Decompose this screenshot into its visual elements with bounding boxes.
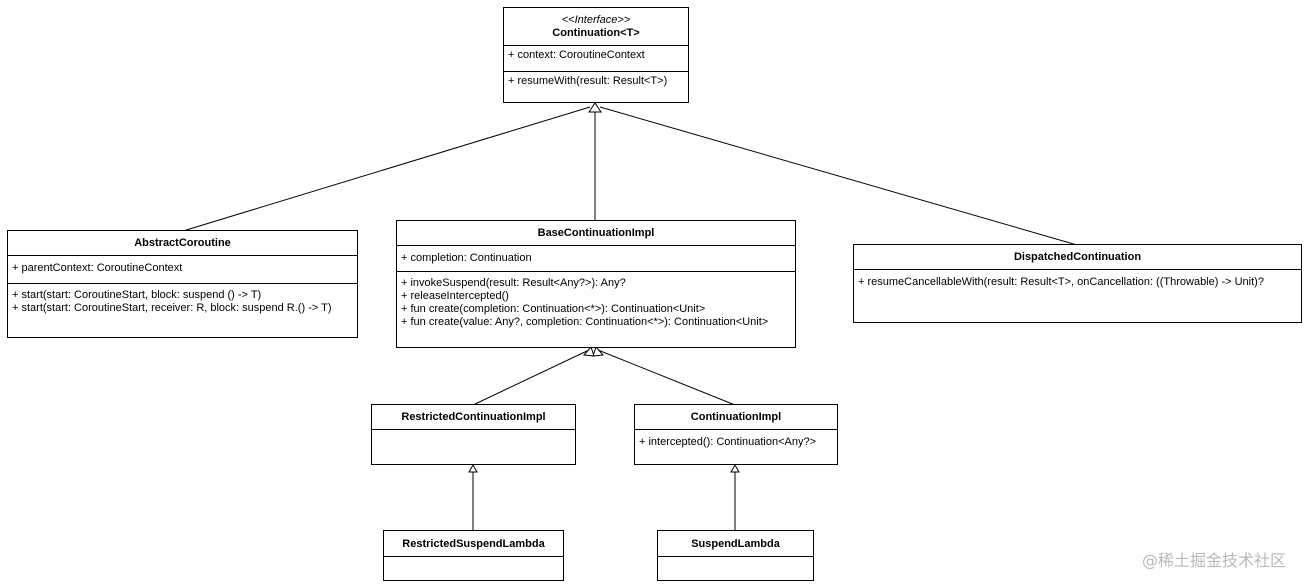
attribute: + context: CoroutineContext (508, 49, 645, 61)
class-restricted-continuation-impl[interactable]: RestrictedContinuationImpl (371, 404, 576, 465)
method: + start(start: CoroutineStart, block: su… (12, 289, 262, 301)
method: + resumeCancellableWith(result: Result<T… (858, 276, 1264, 288)
class-name: RestrictedSuspendLambda (402, 537, 545, 550)
class-name: ContinuationImpl (690, 411, 782, 423)
method: + fun create(completion: Continuation<*>… (401, 303, 706, 315)
attribute: + parentContext: CoroutineContext (12, 262, 183, 274)
class-header: RestrictedContinuationImpl (372, 405, 575, 429)
class-header: RestrictedSuspendLambda (384, 531, 563, 556)
class-name: SuspendLambda (691, 537, 780, 550)
methods-section (384, 556, 563, 580)
class-header: SuspendLambda (658, 531, 813, 556)
methods-section: + intercepted(): Continuation<Any?> (635, 429, 837, 449)
method: + invokeSuspend(result: Result<Any?>): A… (401, 277, 626, 289)
methods-section (372, 429, 575, 464)
edge-abstractcoroutine-to-continuation (182, 106, 591, 232)
class-header: DispatchedContinuation (854, 245, 1301, 269)
methods-section: + resumeWith(result: Result<T>) (504, 71, 688, 102)
method: + fun create(value: Any?, completion: Co… (401, 316, 769, 328)
method: + start(start: CoroutineStart, receiver:… (12, 302, 332, 314)
class-header: AbstractCoroutine (8, 231, 357, 255)
arrowhead-restrictedcontinuationimpl (468, 463, 478, 473)
methods-section: + resumeCancellableWith(result: Result<T… (854, 269, 1301, 289)
arrowhead-base-left (582, 346, 595, 357)
class-header: <<Interface>> Continuation<T> (504, 8, 688, 45)
edge-continuationimpl-to-base (597, 349, 736, 406)
class-header: BaseContinuationImpl (397, 221, 795, 245)
methods-section: + invokeSuspend(result: Result<Any?>): A… (397, 271, 795, 329)
class-header: ContinuationImpl (635, 405, 837, 429)
method: + releaseIntercepted() (401, 290, 509, 302)
methods-section (658, 556, 813, 580)
class-suspend-lambda[interactable]: SuspendLambda (657, 530, 814, 581)
class-dispatched-continuation[interactable]: DispatchedContinuation + resumeCancellab… (853, 244, 1302, 323)
attributes-section: + completion: Continuation (397, 245, 795, 271)
class-name: BaseContinuationImpl (537, 227, 655, 239)
class-continuation-impl[interactable]: ContinuationImpl + intercepted(): Contin… (634, 404, 838, 465)
attributes-section: + context: CoroutineContext (504, 45, 688, 71)
class-base-continuation-impl[interactable]: BaseContinuationImpl + completion: Conti… (396, 220, 796, 348)
attributes-section: + parentContext: CoroutineContext (8, 255, 357, 283)
arrowhead-base-right (592, 346, 605, 357)
edge-restrictedcontinuationimpl-to-base (472, 349, 590, 406)
stereotype-label: <<Interface>> (561, 13, 631, 26)
class-name: RestrictedContinuationImpl (401, 411, 546, 423)
class-abstract-coroutine[interactable]: AbstractCoroutine + parentContext: Corou… (7, 230, 358, 338)
class-name: AbstractCoroutine (134, 237, 231, 249)
class-name: DispatchedContinuation (1013, 251, 1142, 263)
method: + resumeWith(result: Result<T>) (508, 75, 668, 87)
edge-dispatchedcontinuation-to-continuation (599, 106, 1078, 246)
attribute: + completion: Continuation (401, 252, 532, 264)
class-name: Continuation<T> (552, 26, 640, 39)
class-continuation[interactable]: <<Interface>> Continuation<T> + context:… (503, 7, 689, 103)
class-restricted-suspend-lambda[interactable]: RestrictedSuspendLambda (383, 530, 564, 581)
methods-section: + start(start: CoroutineStart, block: su… (8, 283, 357, 315)
arrowhead-continuation (588, 102, 602, 113)
arrowhead-continuationimpl (730, 463, 740, 473)
method: + intercepted(): Continuation<Any?> (639, 436, 817, 448)
watermark: @稀土掘金技术社区 (1141, 551, 1286, 570)
